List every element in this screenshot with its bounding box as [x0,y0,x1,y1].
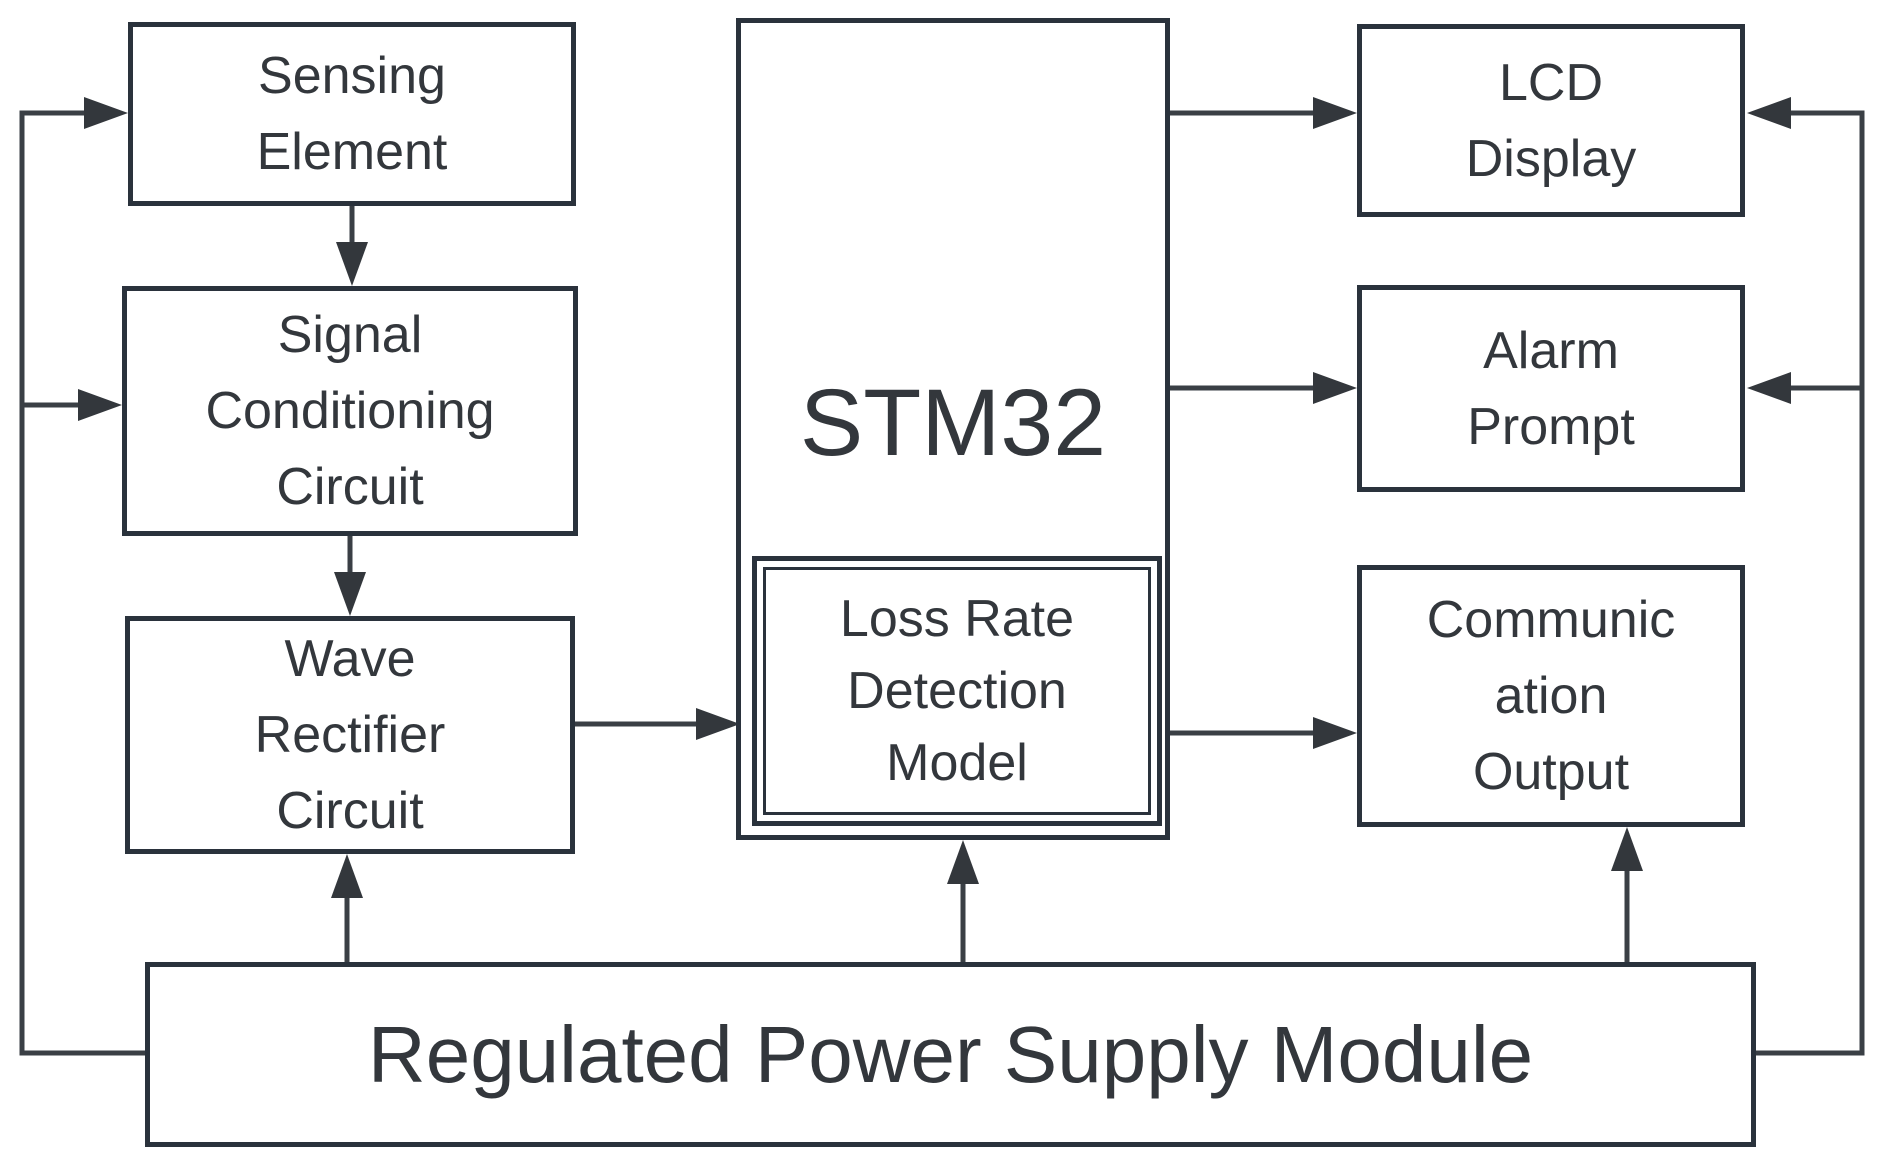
arrowhead-stm32-to-lcd [1313,97,1357,129]
arrowhead-stm32-to-comm [1313,717,1357,749]
loss-model-inner-frame: Loss Rate Detection Model [763,567,1151,815]
arrowhead-power-to-comm [1611,827,1643,871]
arrowhead-rail-to-alarm [1747,372,1791,404]
edge-right-rail [1756,110,1865,1056]
arrowhead-stm32-to-alarm [1313,372,1357,404]
node-label: Conditioning [205,382,495,440]
node-label: Output [1472,743,1630,801]
node-regulated-power-supply-module: Regulated Power Supply Module [145,962,1756,1147]
arrowhead-power-to-wave [331,854,363,898]
node-sensing-element: Sensing Element [128,22,576,206]
node-label: Circuit [276,782,424,840]
arrowhead-sensing-to-signal [336,242,368,286]
stm32-label: STM32 [799,370,1107,476]
node-wave-rectifier-circuit: Wave Rectifier Circuit [125,616,575,854]
arrowhead-signal-to-wave [334,572,366,616]
arrowhead-power-to-stm32 [947,840,979,884]
arrowhead-rail-to-sensing [84,97,128,129]
node-communication-output: Communic ation Output [1357,565,1745,827]
node-alarm-prompt: Alarm Prompt [1357,285,1745,492]
arrowhead-wave-to-stm32 [696,708,740,740]
node-label: LCD [1498,53,1604,112]
node-label: ation [1494,667,1608,725]
node-label: Rectifier [254,706,446,764]
arrowhead-rail-to-signal [78,389,122,421]
node-label: Detection [847,662,1067,720]
node-label: Signal [277,306,423,364]
node-label: Alarm [1483,321,1619,380]
node-loss-rate-detection-model: Loss Rate Detection Model [752,556,1162,826]
node-label: Sensing [258,47,446,105]
node-signal-conditioning-circuit: Signal Conditioning Circuit [122,286,578,536]
node-label: Regulated Power Supply Module [367,1009,1534,1099]
arrowhead-rail-to-lcd [1747,97,1791,129]
node-label: Model [886,734,1028,792]
node-label: Prompt [1467,397,1635,456]
node-label: Loss Rate [839,590,1075,648]
node-label: Communic [1426,591,1676,649]
node-label: Circuit [276,458,424,516]
node-label: Wave [284,630,416,688]
node-label: Display [1465,129,1637,188]
node-lcd-display: LCD Display [1357,24,1745,217]
node-label: Element [256,123,448,181]
edge-left-rail [19,110,145,1056]
